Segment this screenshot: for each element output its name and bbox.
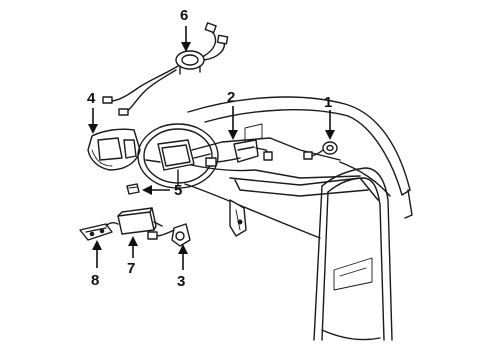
dash-support-bracket [229,199,247,237]
airbag-module [87,128,141,171]
sensor-bracket [147,223,191,247]
sensor-clip [126,183,140,195]
callout-3: 3 [177,273,185,290]
dashboard-outline [169,96,411,239]
crash-sensor [79,221,119,241]
steering-wheel [137,123,219,189]
callout-5: 5 [174,182,182,199]
control-module [117,207,163,235]
callout-4: 4 [87,90,96,107]
callout-8: 8 [91,272,99,289]
clock-spring [102,22,229,116]
callout-1: 1 [324,94,332,111]
door-opening [313,167,413,341]
callout-6: 6 [180,7,188,24]
callout-2: 2 [227,89,235,106]
side-sensor [303,141,338,160]
callout-7: 7 [127,260,135,277]
diagnostic-module [205,139,273,167]
